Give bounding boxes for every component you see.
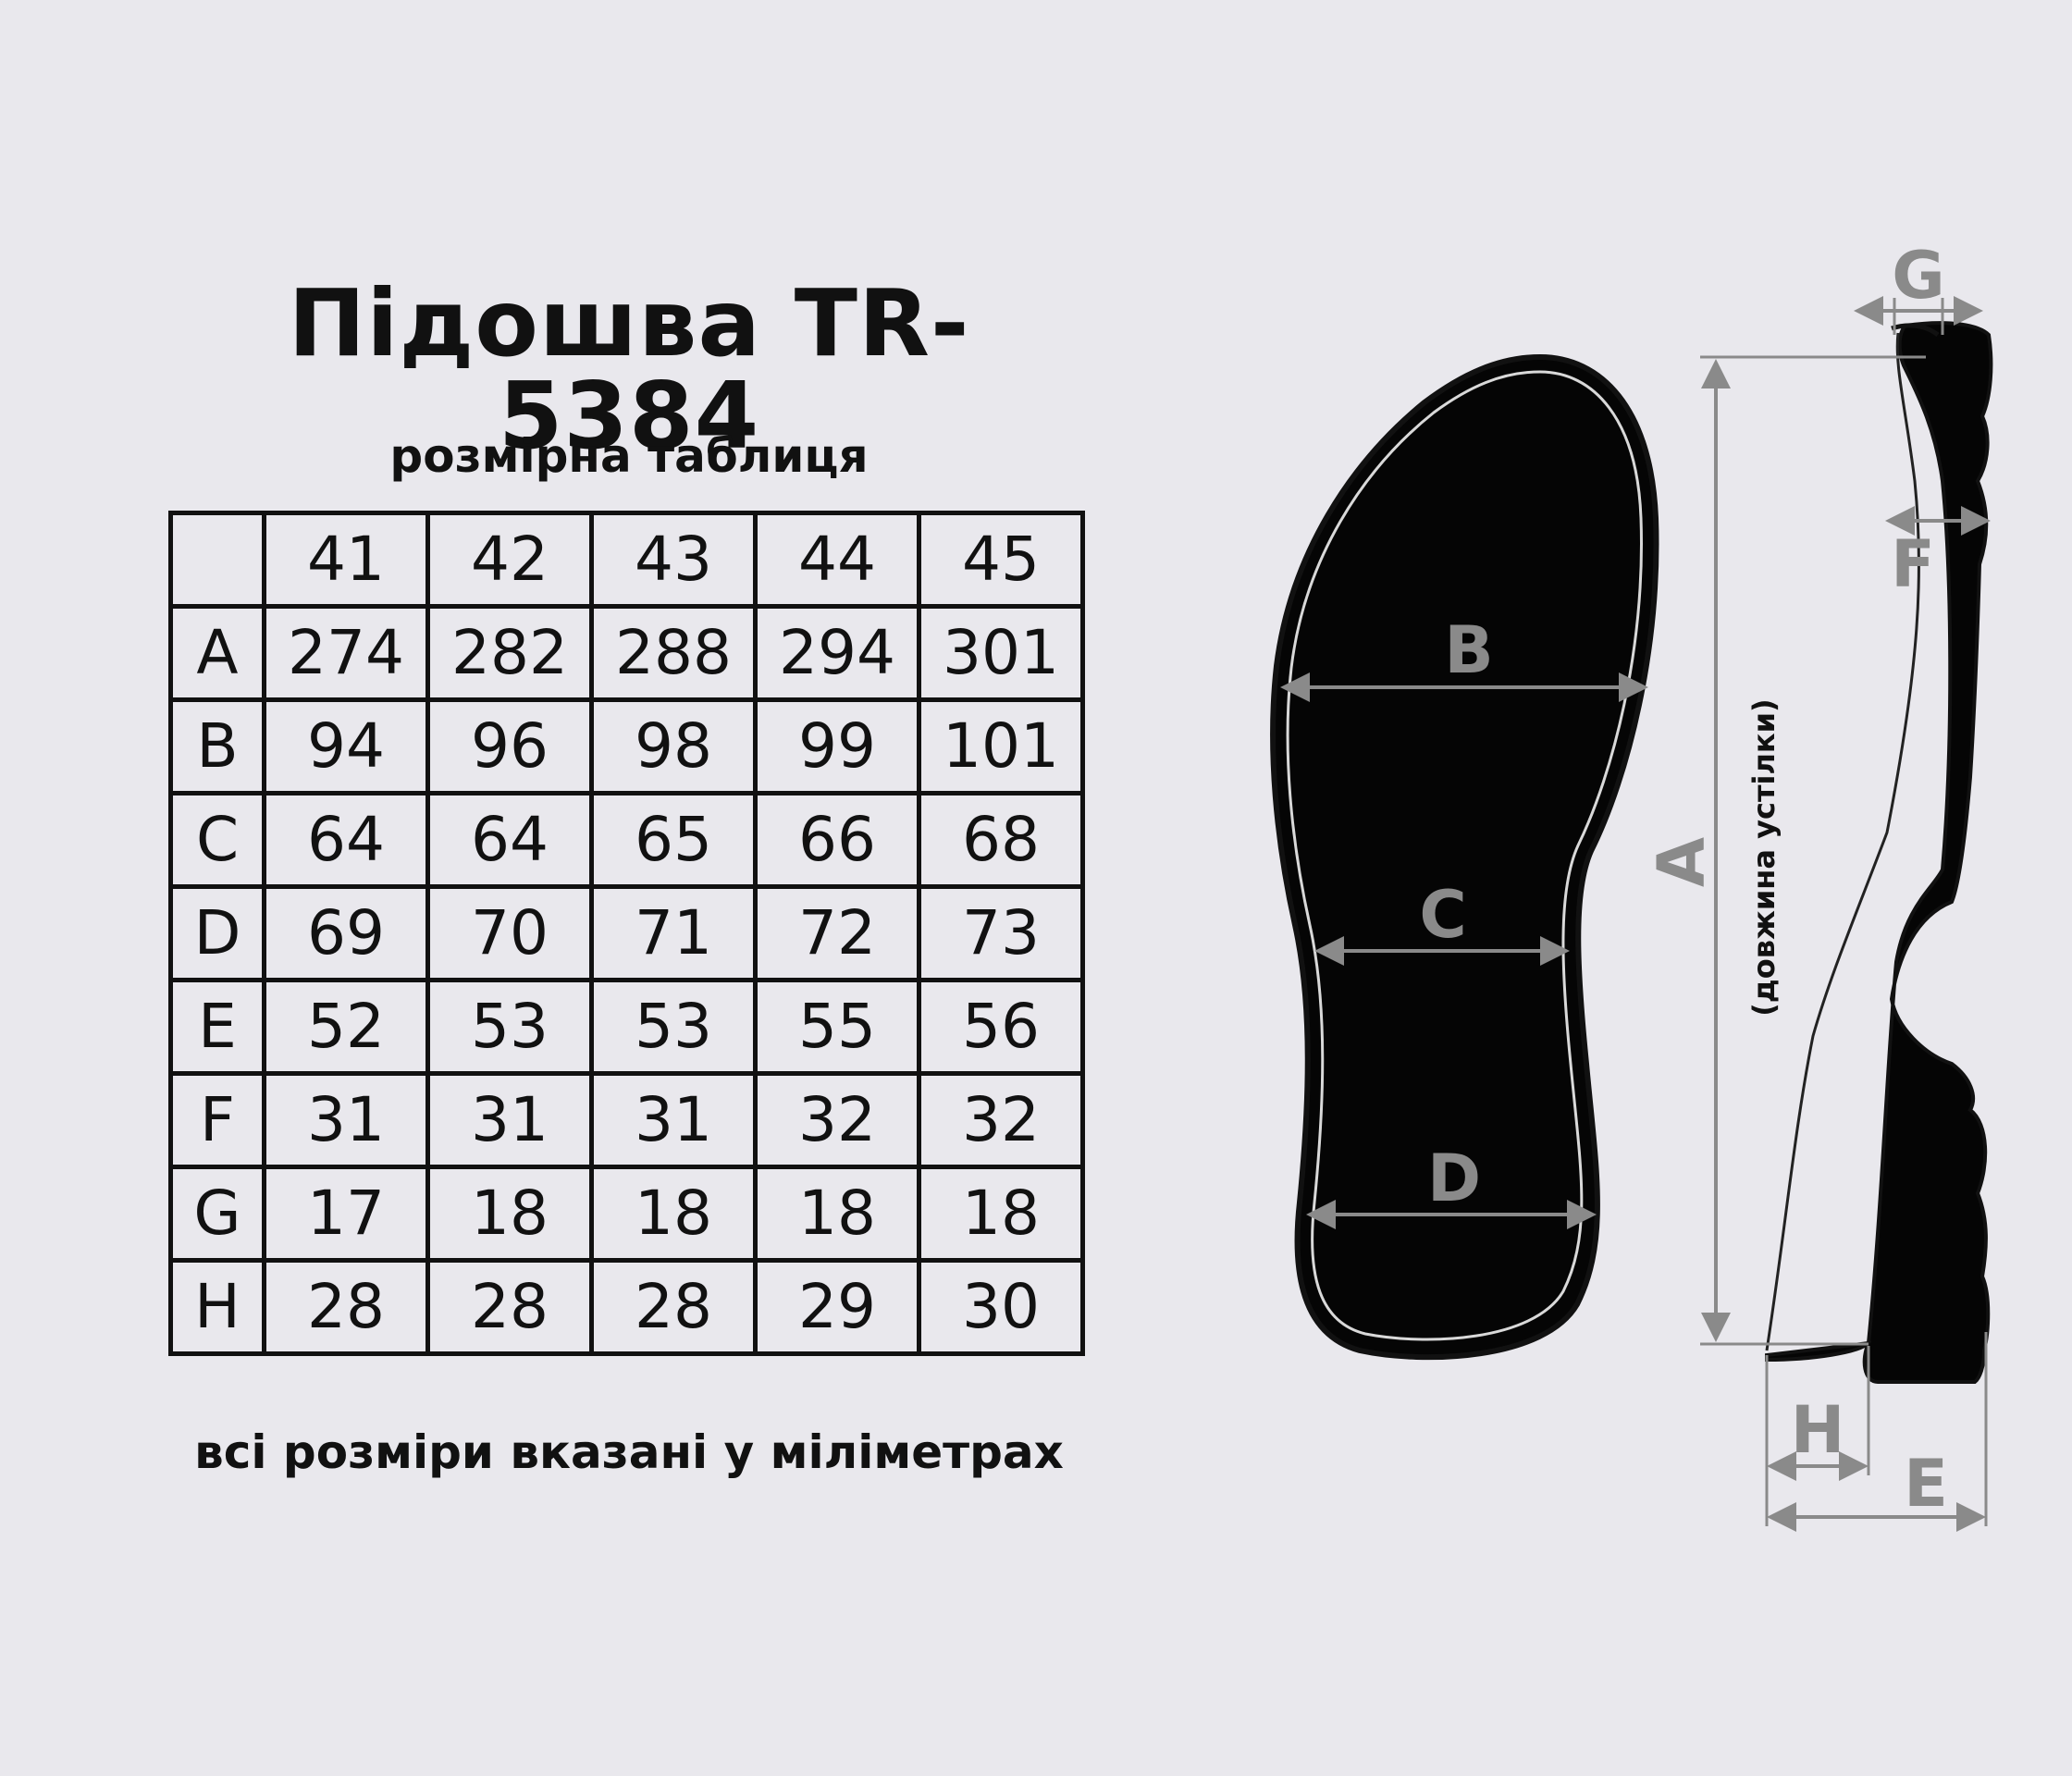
table-row: E 52 53 53 55 56 <box>168 978 1085 1076</box>
table-cell: 73 <box>917 884 1085 982</box>
insole-length-note: (довжина устілки) <box>1746 698 1782 1016</box>
table-cell: 301 <box>917 604 1085 702</box>
units-note: всі розміри вказані у міліметрах <box>194 1425 1064 1479</box>
row-label-cell: D <box>168 884 266 982</box>
table-row: H 28 28 28 29 30 <box>168 1258 1085 1356</box>
dimension-label-e: E <box>1904 1446 1948 1522</box>
table-corner-cell <box>168 511 266 609</box>
table-cell: 28 <box>589 1258 758 1356</box>
table-cell: 52 <box>262 978 430 1076</box>
table-cell: 18 <box>426 1165 594 1263</box>
table-cell: 28 <box>426 1258 594 1356</box>
row-label-cell: B <box>168 697 266 796</box>
table-cell: 274 <box>262 604 430 702</box>
table-cell: 53 <box>589 978 758 1076</box>
table-cell: 17 <box>262 1165 430 1263</box>
table-cell: 98 <box>589 697 758 796</box>
table-cell: 69 <box>262 884 430 982</box>
table-cell: 64 <box>262 791 430 889</box>
size-header-cell: 44 <box>753 511 921 609</box>
row-label-cell: E <box>168 978 266 1076</box>
row-label-cell: A <box>168 604 266 702</box>
size-header-cell: 43 <box>589 511 758 609</box>
size-header-cell: 42 <box>426 511 594 609</box>
table-cell: 18 <box>917 1165 1085 1263</box>
table-cell: 96 <box>426 697 594 796</box>
row-label-cell: G <box>168 1165 266 1263</box>
table-cell: 28 <box>262 1258 430 1356</box>
table-cell: 29 <box>753 1258 921 1356</box>
table-cell: 72 <box>753 884 921 982</box>
table-cell: 70 <box>426 884 594 982</box>
dimension-label-d: D <box>1427 1141 1481 1216</box>
sole-profile-black <box>1765 321 1993 1384</box>
page-subtitle: розмірна таблиця <box>389 429 869 483</box>
table-row: G 17 18 18 18 18 <box>168 1165 1085 1263</box>
table-cell: 68 <box>917 791 1085 889</box>
row-label-cell: F <box>168 1071 266 1169</box>
table-row: A 274 282 288 294 301 <box>168 604 1085 702</box>
table-cell: 65 <box>589 791 758 889</box>
table-cell: 71 <box>589 884 758 982</box>
table-cell: 31 <box>426 1071 594 1169</box>
table-cell: 99 <box>753 697 921 796</box>
sole-profile-insole-line <box>1765 332 1921 1351</box>
sole-inner-edge <box>1286 370 1643 1341</box>
dimension-label-g: G <box>1892 238 1944 314</box>
size-header-cell: 41 <box>262 511 430 609</box>
row-label-cell: H <box>168 1258 266 1356</box>
sole-top-view: B C D <box>1270 353 1659 1361</box>
table-cell: 53 <box>426 978 594 1076</box>
table-cell: 55 <box>753 978 921 1076</box>
page-title: Підошва TR-5384 <box>288 269 970 470</box>
size-header-cell: 45 <box>917 511 1085 609</box>
dimension-label-c: C <box>1419 877 1466 953</box>
dimension-label-b: B <box>1444 612 1493 688</box>
table-cell: 94 <box>262 697 430 796</box>
sole-side-view: A (довжина устілки) G F H E <box>1644 238 1993 1532</box>
table-cell: 56 <box>917 978 1085 1076</box>
table-cell: 31 <box>262 1071 430 1169</box>
row-label-cell: C <box>168 791 266 889</box>
table-row: F 31 31 31 32 32 <box>168 1071 1085 1169</box>
table-cell: 30 <box>917 1258 1085 1356</box>
table-cell: 288 <box>589 604 758 702</box>
table-row: D 69 70 71 72 73 <box>168 884 1085 982</box>
table-cell: 32 <box>753 1071 921 1169</box>
table-cell: 18 <box>589 1165 758 1263</box>
table-cell: 18 <box>753 1165 921 1263</box>
table-row: B 94 96 98 99 101 <box>168 697 1085 796</box>
table-cell: 101 <box>917 697 1085 796</box>
table-cell: 64 <box>426 791 594 889</box>
table-cell: 32 <box>917 1071 1085 1169</box>
table-cell: 282 <box>426 604 594 702</box>
dimension-label-f: F <box>1891 526 1935 602</box>
sole-outline <box>1270 353 1659 1361</box>
table-cell: 31 <box>589 1071 758 1169</box>
table-cell: 294 <box>753 604 921 702</box>
table-header-row: 41 42 43 44 45 <box>168 511 1085 609</box>
dimension-label-a: A <box>1644 837 1720 887</box>
table-cell: 66 <box>753 791 921 889</box>
dimension-label-h: H <box>1791 1392 1845 1468</box>
table-row: C 64 64 65 66 68 <box>168 791 1085 889</box>
size-table: 41 42 43 44 45 A 274 282 288 294 301 B 9… <box>168 511 1085 1356</box>
